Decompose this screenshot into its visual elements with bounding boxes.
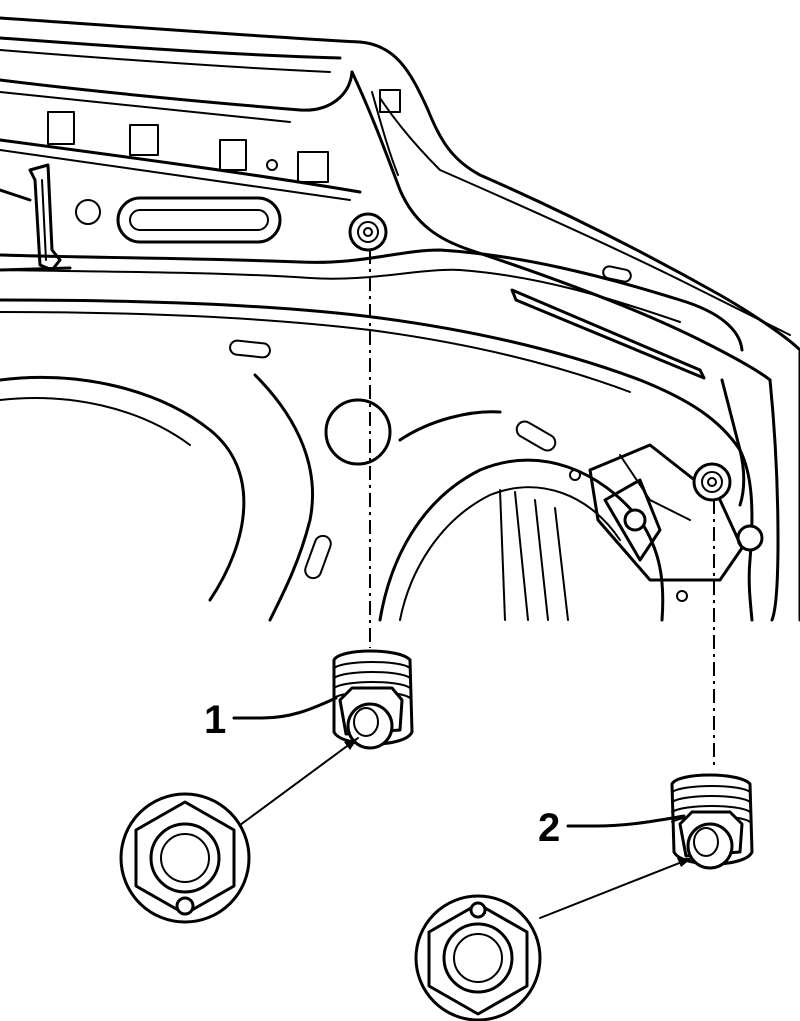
panel-arches — [0, 373, 665, 622]
mounting-hole-1 — [348, 212, 388, 252]
left-strut — [0, 163, 72, 272]
callout-label-1: 1 — [204, 698, 226, 742]
leader-arrow-1 — [235, 737, 359, 829]
right-bracket — [588, 378, 746, 582]
callout-label-2: 2 — [538, 806, 560, 850]
stud-2 — [670, 773, 754, 870]
nut-detail-2 — [414, 894, 542, 1021]
callout-leader-1 — [232, 696, 338, 720]
rib-cutouts — [47, 89, 401, 183]
leader-arrow-2 — [539, 857, 693, 919]
callout-leader-2 — [566, 814, 686, 828]
stud-1 — [332, 649, 414, 750]
mounting-hole-2 — [692, 462, 732, 502]
nut-detail-1 — [119, 792, 251, 924]
panel-slots — [75, 196, 764, 602]
